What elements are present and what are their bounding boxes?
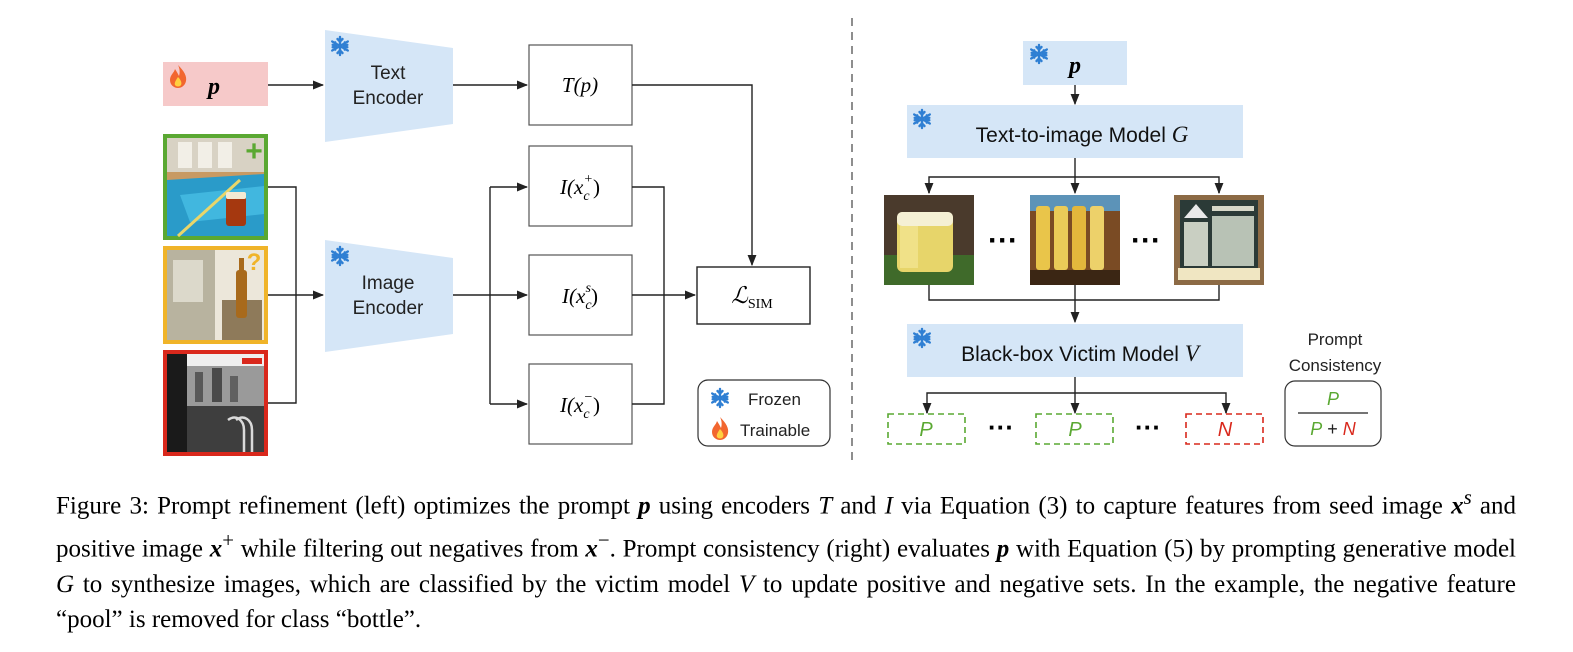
svg-text:I(xc−): I(xc−) bbox=[559, 390, 600, 422]
image-encoder-label-2: Encoder bbox=[353, 298, 424, 319]
ellipsis: ··· bbox=[1135, 412, 1161, 442]
consistency-title-2: Consistency bbox=[1289, 356, 1382, 375]
generated-image-2 bbox=[1030, 195, 1120, 285]
negative-badge bbox=[242, 358, 262, 364]
svg-text:ℒSIM: ℒSIM bbox=[731, 283, 773, 312]
ellipsis: ··· bbox=[988, 224, 1018, 257]
svg-text:P: P bbox=[1068, 419, 1082, 441]
ellipsis: ··· bbox=[988, 412, 1014, 442]
svg-text:I(xc+): I(xc+) bbox=[559, 172, 600, 204]
consistency-title-1: Prompt bbox=[1308, 330, 1363, 349]
negative-embedding-box: I(xc−) bbox=[528, 363, 633, 445]
seed-image: ? bbox=[163, 246, 268, 344]
method-diagram: p Text Encoder Image Encoder T(p) + bbox=[163, 18, 1382, 462]
svg-text:Text-to-image Model G: Text-to-image Model G bbox=[976, 122, 1189, 147]
positive-embedding-box: I(xc+) bbox=[528, 145, 633, 227]
prompt-symbol: p bbox=[206, 74, 220, 100]
legend-trainable: Trainable bbox=[740, 421, 810, 440]
victim-model: Black-box Victim Model V bbox=[907, 324, 1243, 377]
svg-text:P: P bbox=[919, 419, 933, 441]
text-to-image-model: Text-to-image Model G bbox=[907, 105, 1243, 158]
prediction-positive-1: P bbox=[887, 413, 966, 445]
seed-embedding-box: I(xcs) bbox=[528, 254, 633, 336]
consistency-formula: P P + N bbox=[1284, 380, 1382, 447]
text-encoder-label-1: Text bbox=[371, 63, 407, 84]
figure-caption: Figure 3: Prompt refinement (left) optim… bbox=[56, 485, 1516, 633]
prediction-negative: N bbox=[1185, 413, 1264, 445]
similarity-loss-box: ℒSIM bbox=[696, 266, 811, 325]
image-encoder-label-1: Image bbox=[362, 273, 415, 294]
text-embedding-label: T(p) bbox=[562, 73, 598, 97]
seed-badge: ? bbox=[247, 249, 262, 276]
text-encoder: Text Encoder bbox=[325, 30, 453, 142]
legend: Frozen Trainable bbox=[697, 379, 831, 447]
prompt-box: p bbox=[163, 62, 268, 106]
generated-image-3 bbox=[1174, 195, 1264, 285]
svg-text:P: P bbox=[1327, 389, 1339, 409]
svg-text:I(xcs): I(xcs) bbox=[561, 281, 598, 313]
prediction-positive-2: P bbox=[1035, 413, 1114, 445]
right-prompt-box: p bbox=[1023, 41, 1127, 85]
right-prompt-symbol: p bbox=[1067, 53, 1081, 79]
image-encoder: Image Encoder bbox=[325, 240, 453, 352]
svg-text:P + N: P + N bbox=[1310, 419, 1357, 439]
positive-image: + bbox=[163, 134, 268, 240]
legend-frozen: Frozen bbox=[748, 390, 801, 409]
text-encoder-label-2: Encoder bbox=[353, 88, 424, 109]
generated-image-1 bbox=[884, 195, 974, 285]
positive-badge: + bbox=[245, 135, 263, 168]
ellipsis: ··· bbox=[1131, 224, 1161, 257]
svg-text:Black-box Victim Model V: Black-box Victim Model V bbox=[961, 341, 1202, 366]
svg-text:N: N bbox=[1218, 419, 1233, 441]
negative-image bbox=[163, 350, 268, 456]
text-embedding-box: T(p) bbox=[528, 44, 633, 126]
